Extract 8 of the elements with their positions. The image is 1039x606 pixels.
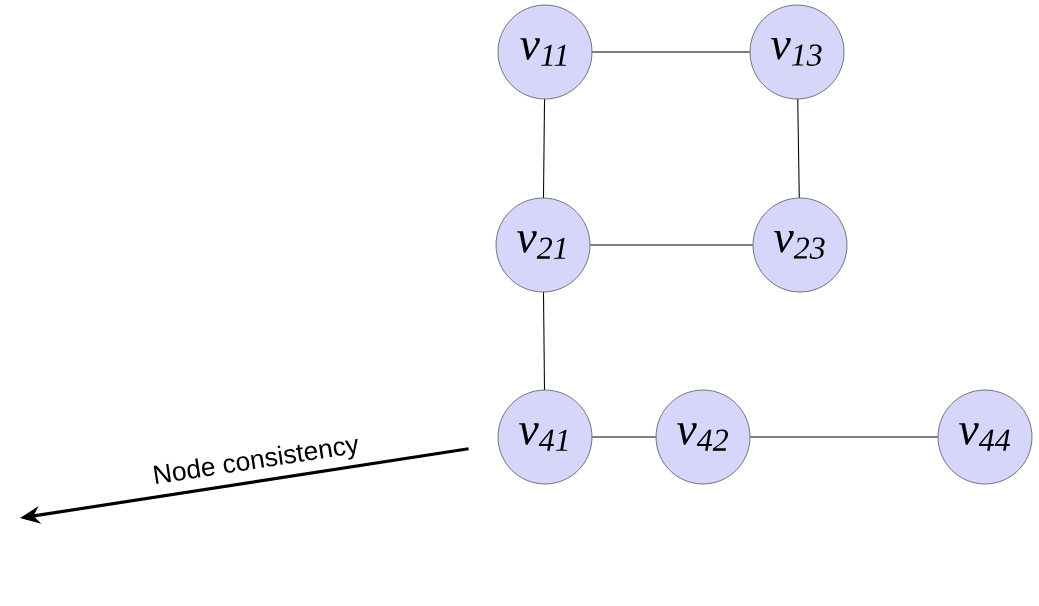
connector-line: [591, 436, 657, 438]
connector-line: [589, 244, 754, 246]
edge-label: Node consistency: [149, 431, 363, 492]
connector-line: [797, 98, 800, 199]
connector-line: [542, 98, 546, 199]
connector-line: [591, 51, 751, 53]
connector-line: [542, 291, 546, 391]
connector-line: [749, 436, 939, 438]
